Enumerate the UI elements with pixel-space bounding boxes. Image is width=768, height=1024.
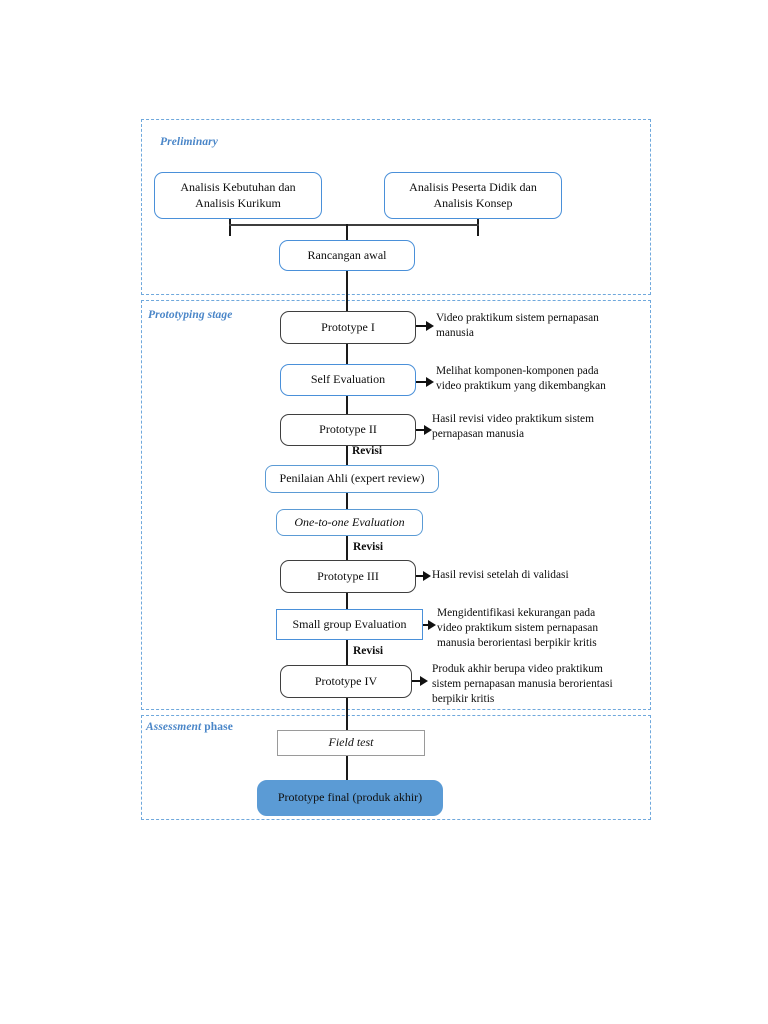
annotation-small-group: Mengidentifikasi kekurangan pada video p… (437, 607, 599, 649)
connector-peserta-down (477, 219, 479, 236)
arrow-head-prototype-1 (426, 321, 434, 331)
phase-container-preliminary (141, 119, 651, 295)
node-rancangan-awal[interactable]: Rancangan awal (279, 240, 415, 271)
node-small-group-evaluation[interactable]: Small group Evaluation (276, 609, 423, 640)
phase-label-prototyping: Prototyping stage (148, 309, 232, 321)
connector-smallgroup-to-p4 (346, 640, 348, 665)
node-prototype-1[interactable]: Prototype I (280, 311, 416, 344)
node-prototype-1-label: Prototype I (321, 319, 375, 334)
arrow-head-prototype-4 (420, 676, 428, 686)
connector-kebutuhan-down (229, 219, 231, 236)
revisi-label-after-prototype-2: Revisi (352, 445, 383, 457)
phase-container-assessment (141, 715, 651, 820)
phase-label-assessment-suffix: phase (201, 721, 233, 733)
arrow-stem-prototype-4 (412, 680, 424, 682)
node-prototype-4-label: Prototype IV (314, 673, 378, 688)
annotation-prototype-2: Hasil revisi video praktikum sistem pern… (432, 413, 594, 440)
node-rancangan-awal-label: Rancangan awal (307, 247, 387, 262)
node-one-to-one-evaluation[interactable]: One-to-one Evaluation (276, 509, 423, 536)
phase-label-assessment-text: Assessment (146, 721, 202, 733)
node-self-evaluation-label: Self Evaluation (310, 372, 386, 387)
arrow-head-prototype-2 (424, 425, 432, 435)
connector-rancangan-to-p1 (346, 270, 348, 311)
connector-ahli-to-oto (346, 493, 348, 509)
arrow-stem-self-evaluation (416, 381, 430, 383)
node-penilaian-ahli-label: Penilaian Ahli (expert review) (279, 471, 425, 486)
revisi-label-after-one-to-one: Revisi (353, 541, 384, 553)
annotation-prototype-1: Video praktikum sistem pernapasan manusi… (436, 312, 599, 339)
annotation-prototype-3: Hasil revisi setelah di validasi (432, 569, 569, 581)
node-prototype-4[interactable]: Prototype IV (280, 665, 412, 698)
phase-label-prototyping-text: Prototyping stage (148, 309, 233, 321)
node-analisis-kebutuhan-label: Analisis Kebutuhan dan Analisis Kurikum (180, 180, 296, 210)
node-small-group-evaluation-label: Small group Evaluation (292, 616, 407, 631)
arrow-stem-small-group (423, 624, 432, 626)
phase-container-prototyping (141, 300, 651, 710)
connector-fieldtest-to-final (346, 756, 348, 780)
node-penilaian-ahli[interactable]: Penilaian Ahli (expert review) (265, 465, 439, 493)
arrow-head-self-evaluation (426, 377, 434, 387)
phase-label-preliminary: Preliminary (160, 136, 218, 148)
node-analisis-kebutuhan[interactable]: Analisis Kebutuhan dan Analisis Kurikum (154, 172, 322, 219)
phase-label-assessment: Assessment phase (146, 721, 233, 733)
connector-p2-to-ahli (346, 445, 348, 465)
connector-join-bar (229, 224, 479, 226)
node-prototype-final-label: Prototype final (produk akhir) (277, 790, 423, 805)
node-prototype-3[interactable]: Prototype III (280, 560, 416, 593)
arrow-stem-prototype-1 (416, 325, 430, 327)
connector-oto-to-p3 (346, 536, 348, 560)
arrow-stem-prototype-3 (416, 575, 427, 577)
arrow-head-small-group (428, 620, 436, 630)
connector-p4-to-fieldtest (346, 698, 348, 730)
arrow-stem-prototype-2 (416, 429, 428, 431)
node-field-test-label: Field test (328, 735, 374, 750)
node-field-test[interactable]: Field test (277, 730, 425, 756)
phase-label-preliminary-text: Preliminary (160, 136, 218, 148)
connector-p3-to-smallgroup (346, 593, 348, 609)
revisi-label-after-small-group: Revisi (353, 645, 384, 657)
connector-p1-to-self (346, 343, 348, 364)
connector-self-to-p2 (346, 396, 348, 414)
node-analisis-peserta[interactable]: Analisis Peserta Didik dan Analisis Kons… (384, 172, 562, 219)
node-prototype-2-label: Prototype II (319, 422, 377, 437)
node-prototype-2[interactable]: Prototype II (280, 414, 416, 446)
node-self-evaluation[interactable]: Self Evaluation (280, 364, 416, 396)
annotation-self-evaluation: Melihat komponen-komponen pada video pra… (436, 365, 606, 392)
node-prototype-final[interactable]: Prototype final (produk akhir) (257, 780, 443, 816)
arrow-head-prototype-3 (423, 571, 431, 581)
connector-join-to-rancangan (346, 224, 348, 240)
node-prototype-3-label: Prototype III (317, 568, 379, 583)
annotation-prototype-4: Produk akhir berupa video praktikum sist… (432, 663, 613, 705)
node-one-to-one-evaluation-label: One-to-one Evaluation (294, 514, 405, 529)
node-analisis-peserta-label: Analisis Peserta Didik dan Analisis Kons… (409, 180, 537, 210)
